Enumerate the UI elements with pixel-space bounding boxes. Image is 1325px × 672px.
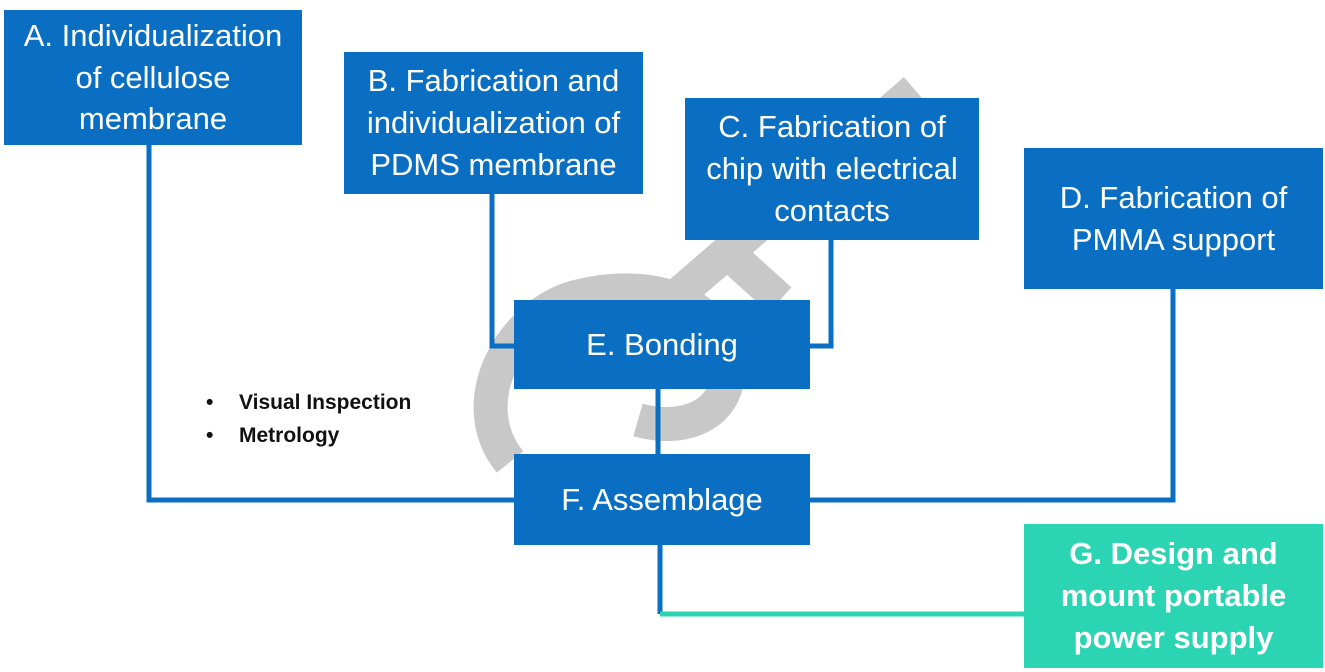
step-b-box: B. Fabrication and individualization of … <box>344 52 643 194</box>
step-a-box: A. Individualization of cellulose membra… <box>4 10 302 145</box>
quality-check-item-visual-inspection: Visual Inspection <box>206 386 411 419</box>
step-e-box: E. Bonding <box>514 300 810 389</box>
step-f-label: F. Assemblage <box>561 481 763 517</box>
step-e-label: E. Bonding <box>586 326 738 362</box>
connector-b-to-e <box>489 194 514 349</box>
step-c-label: C. Fabrication of chip with electrical c… <box>706 109 958 228</box>
step-b-label: B. Fabrication and individualization of … <box>366 63 621 182</box>
step-c-box: C. Fabrication of chip with electrical c… <box>685 98 979 240</box>
step-g-label: G. Design and mount portable power suppl… <box>1060 536 1287 655</box>
step-g-box: G. Design and mount portable power suppl… <box>1024 524 1323 668</box>
step-f-box: F. Assemblage <box>514 454 810 545</box>
connector-a-to-f <box>146 145 514 503</box>
connector-d-to-f <box>810 289 1176 503</box>
quality-check-list: Visual Inspection Metrology <box>206 386 411 452</box>
step-d-box: D. Fabrication of PMMA support <box>1024 148 1323 289</box>
step-a-label: A. Individualization of cellulose membra… <box>23 17 283 137</box>
cycle-arrow-spur <box>726 249 792 313</box>
step-d-label: D. Fabrication of PMMA support <box>1059 179 1288 257</box>
cycle-arrow-ring <box>473 273 745 473</box>
connectors <box>146 145 1176 614</box>
connector-c-to-e <box>810 240 834 349</box>
quality-check-item-metrology: Metrology <box>206 419 411 452</box>
